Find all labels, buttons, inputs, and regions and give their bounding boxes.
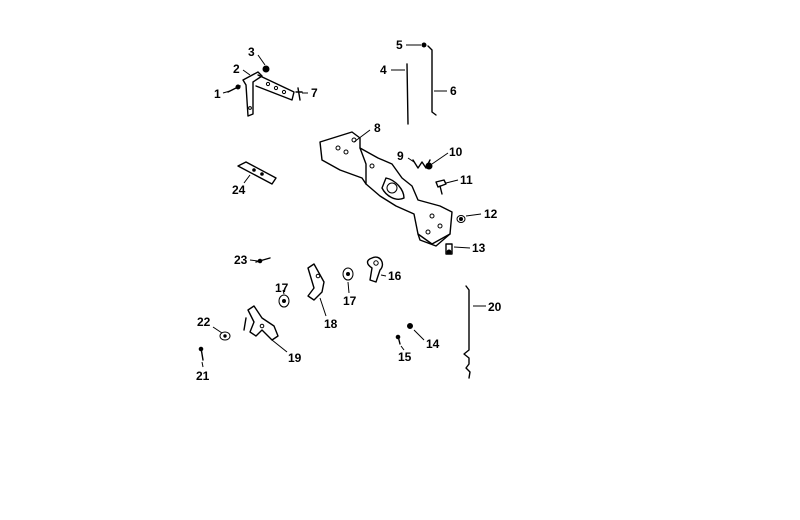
callout-15: 15 [398, 350, 412, 364]
part-7-pin [295, 87, 303, 101]
callout-8: 8 [374, 121, 381, 135]
callout-17-left: 17 [275, 281, 289, 295]
callout-24: 24 [232, 183, 246, 197]
callout-5: 5 [396, 38, 403, 52]
callout-4: 4 [380, 63, 387, 77]
callout-6: 6 [450, 84, 457, 98]
callout-17-right: 17 [343, 294, 357, 308]
part-13-fitting [445, 243, 453, 255]
part-20-link-rod [463, 285, 471, 379]
callout-19: 19 [288, 351, 302, 365]
part-21-pin [198, 346, 204, 361]
part-15-screw [395, 334, 401, 345]
part-10-nut [425, 162, 433, 170]
callout-22: 22 [197, 315, 211, 329]
callout-11: 11 [460, 173, 473, 187]
callout-13: 13 [472, 241, 486, 255]
part-11-bolt [435, 179, 447, 195]
part-6-hook-rod [427, 45, 437, 116]
part-3-nut [262, 65, 270, 73]
part-18-lever [307, 263, 325, 301]
part-22-washer [219, 331, 231, 341]
part-16-link [366, 256, 384, 283]
part-19-fork-lever [243, 305, 279, 341]
callout-21: 21 [196, 369, 210, 383]
callout-1: 1 [214, 87, 221, 101]
part-23-screw [255, 257, 271, 264]
callout-14: 14 [426, 337, 440, 351]
part-17-washer-left [278, 294, 290, 308]
callout-16: 16 [388, 269, 402, 283]
callout-12: 12 [484, 207, 498, 221]
callout-18: 18 [324, 317, 338, 331]
callout-9: 9 [397, 149, 404, 163]
part-8-control-bracket [319, 131, 453, 247]
callout-20: 20 [488, 300, 502, 314]
part-2-bracket [242, 71, 295, 117]
callout-10: 10 [449, 145, 463, 159]
part-17-washer-right [342, 267, 354, 281]
callout-23: 23 [234, 253, 248, 267]
part-14-nut [407, 323, 413, 329]
part-12-nut [456, 215, 466, 223]
part-4-rod [406, 63, 409, 125]
leader-lines [201, 44, 486, 368]
callout-7: 7 [311, 86, 318, 100]
part-5-pin [421, 42, 427, 48]
part-24-plate [237, 161, 277, 185]
callout-3: 3 [248, 45, 255, 59]
callout-labels: 1 2 3 4 5 6 7 8 9 10 11 12 13 14 15 16 1… [196, 38, 502, 383]
callout-2: 2 [233, 62, 240, 76]
